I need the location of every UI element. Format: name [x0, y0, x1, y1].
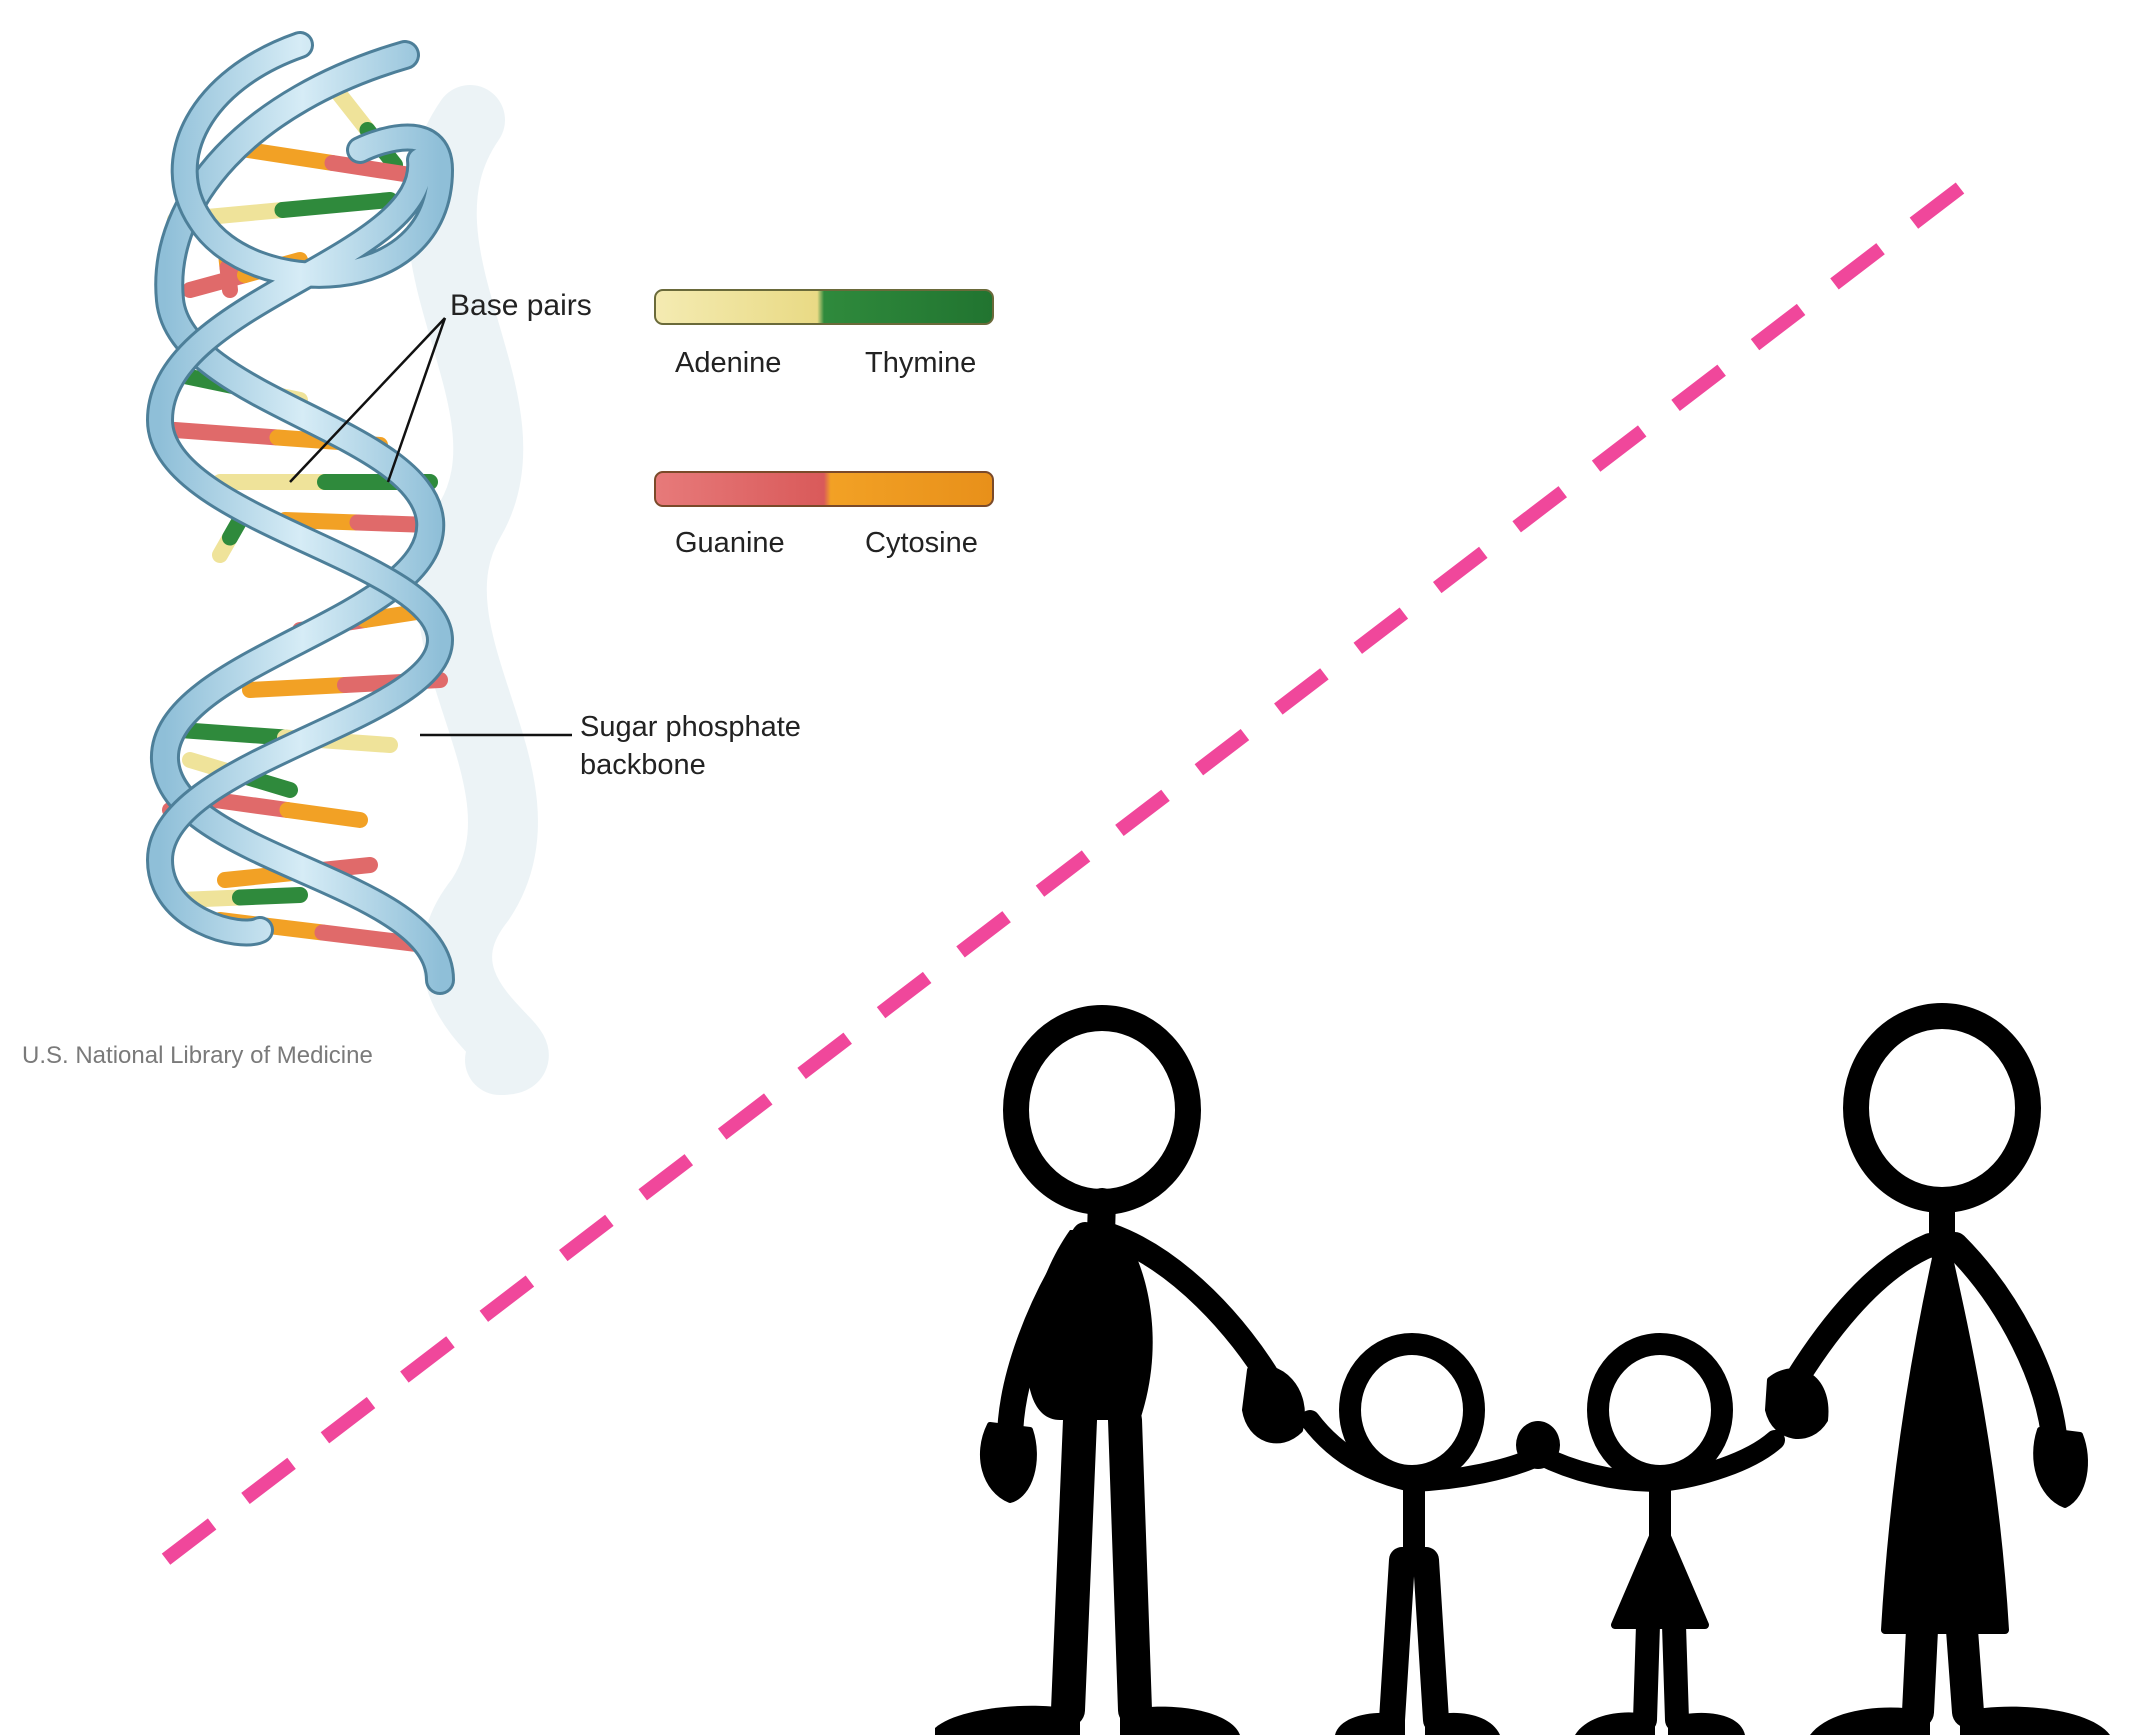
- adult-man-figure: [935, 1005, 1305, 1735]
- base-pairs-leader-2: [386, 317, 447, 483]
- credit-text: U.S. National Library of Medicine: [22, 1042, 373, 1069]
- adult-woman-figure: [1765, 1003, 2110, 1735]
- base-pair-half: [207, 792, 296, 818]
- base-pair-half: [172, 722, 293, 746]
- cytosine-label: Cytosine: [865, 527, 978, 559]
- base-pair-half: [277, 512, 366, 531]
- diagonal-divider: [160, 182, 1965, 1566]
- base-pair-half: [274, 192, 398, 218]
- base-pair-half: [232, 887, 308, 906]
- base-pairs-label: Base pairs: [450, 289, 592, 322]
- guanine-label: Guanine: [675, 527, 785, 559]
- base-pair-half: [222, 512, 248, 546]
- thymine-label: Thymine: [865, 347, 976, 379]
- dna-diagram: Base pairs Adenine Thymine Guanine Cytos…: [22, 31, 994, 1095]
- base-pair-half: [279, 802, 368, 828]
- adenine-label: Adenine: [675, 347, 781, 379]
- backbone-label-line2: backbone: [580, 749, 706, 781]
- boy-figure: [1300, 1333, 1550, 1735]
- girl-figure: [1530, 1333, 1785, 1735]
- base-pair-half: [167, 422, 286, 446]
- base-pair-half: [219, 259, 238, 298]
- base-pair-half: [242, 677, 353, 698]
- helix-shadow: [406, 85, 549, 1095]
- stick-figure-family: [935, 1003, 2110, 1735]
- base-pairs-leader-1: [289, 317, 446, 483]
- adenine-thymine-bar: [654, 289, 994, 325]
- guanine-cytosine-bar: [654, 471, 994, 507]
- backbone-label-line1: Sugar phosphate: [580, 711, 801, 743]
